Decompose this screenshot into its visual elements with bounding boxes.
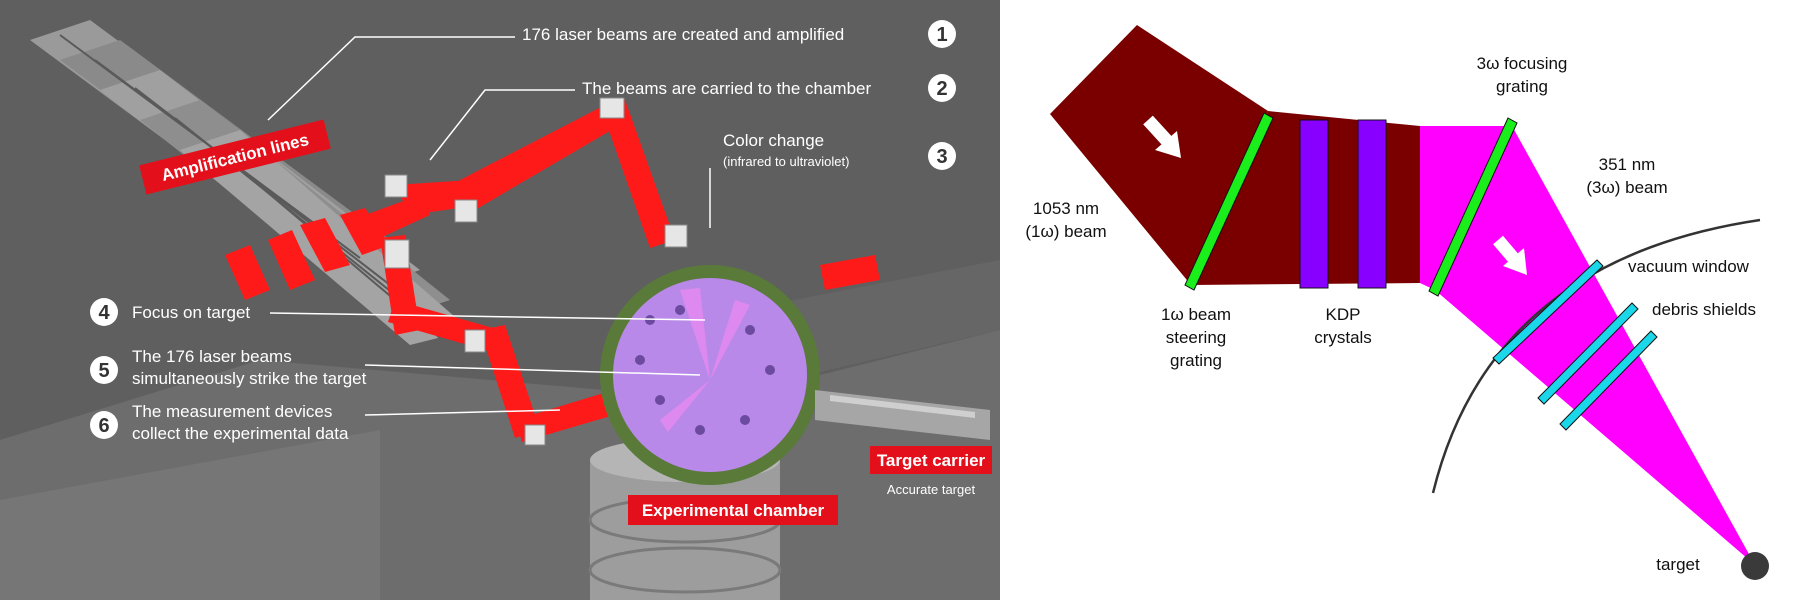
experimental-chamber-label bbox=[628, 495, 838, 525]
target-carrier-text: Target carrier bbox=[877, 451, 986, 470]
focusing-grating-label-line1: 3ω focusing bbox=[1477, 54, 1568, 73]
target-carrier bbox=[815, 390, 990, 440]
uv-beam-label-line2: (3ω) beam bbox=[1586, 178, 1667, 197]
uv-beam-label-line1: 351 nm bbox=[1599, 155, 1656, 174]
ir-beam-input bbox=[1050, 25, 1268, 285]
debris-shield-2 bbox=[1559, 330, 1658, 431]
step-3-badge bbox=[928, 142, 956, 170]
floor-block bbox=[0, 430, 380, 600]
leader-lines bbox=[267, 36, 711, 416]
target-chamber bbox=[600, 265, 820, 485]
facility-illustration: 176 laser beams are created and amplifie… bbox=[0, 0, 1000, 600]
step-1-badge bbox=[928, 20, 956, 48]
experimental-chamber-text: Experimental chamber bbox=[642, 501, 825, 520]
step-3-text: Color change bbox=[723, 131, 824, 150]
steering-grating bbox=[1184, 112, 1274, 291]
steering-grating-label-line1: 1ω beam bbox=[1161, 305, 1231, 324]
focusing-grating bbox=[1428, 117, 1518, 297]
kdp-label-line2: crystals bbox=[1314, 328, 1372, 347]
vacuum-window-label: vacuum window bbox=[1628, 257, 1750, 276]
ir-direction-arrow bbox=[1143, 115, 1181, 158]
step-4-number: 4 bbox=[98, 302, 110, 324]
optics-mounts bbox=[384, 97, 688, 446]
step-5-text-line2: simultaneously strike the target bbox=[132, 369, 367, 388]
uv-beam bbox=[1420, 126, 1755, 565]
ir-beam-label-line1: 1053 nm bbox=[1033, 199, 1099, 218]
step-1-number: 1 bbox=[936, 24, 947, 46]
ir-beam-label-line2: (1ω) beam bbox=[1025, 222, 1106, 241]
step-2-number: 2 bbox=[936, 78, 947, 100]
kdp-crystal-1 bbox=[1299, 119, 1329, 289]
target-carrier-label bbox=[870, 446, 992, 474]
debris-shields-label: debris shields bbox=[1652, 300, 1756, 319]
target-carrier-subtext: Accurate target bbox=[887, 482, 976, 497]
optics-schematic: 1053 nm (1ω) beam 1ω beam steering grati… bbox=[1000, 0, 1800, 600]
step-5-number: 5 bbox=[98, 360, 109, 382]
step-5-badge bbox=[90, 356, 118, 384]
step-5-text-line1: The 176 laser beams bbox=[132, 347, 292, 366]
focusing-grating-label-line2: grating bbox=[1496, 77, 1548, 96]
step-2-text: The beams are carried to the chamber bbox=[582, 79, 871, 98]
chamber-wall bbox=[1431, 218, 1761, 494]
uv-direction-arrow bbox=[1493, 235, 1527, 275]
vacuum-window bbox=[1492, 259, 1604, 365]
step-6-text-line1: The measurement devices bbox=[132, 402, 332, 421]
step-2-badge bbox=[928, 74, 956, 102]
target-label: target bbox=[1656, 555, 1700, 574]
debris-shield-1 bbox=[1537, 302, 1639, 405]
step-6-badge bbox=[90, 411, 118, 439]
kdp-label-line1: KDP bbox=[1326, 305, 1361, 324]
step-1-text: 176 laser beams are created and amplifie… bbox=[522, 25, 844, 44]
target-dot bbox=[1741, 552, 1769, 580]
step-3-subtext: (infrared to ultraviolet) bbox=[723, 154, 849, 169]
step-4-text: Focus on target bbox=[132, 303, 250, 322]
steering-grating-label-line2: steering bbox=[1166, 328, 1226, 347]
step-6-text-line2: collect the experimental data bbox=[132, 424, 349, 443]
step-6-number: 6 bbox=[98, 415, 109, 437]
steering-grating-label-line3: grating bbox=[1170, 351, 1222, 370]
step-3-number: 3 bbox=[936, 146, 947, 168]
step-4-badge bbox=[90, 298, 118, 326]
kdp-crystal-2 bbox=[1357, 119, 1387, 289]
